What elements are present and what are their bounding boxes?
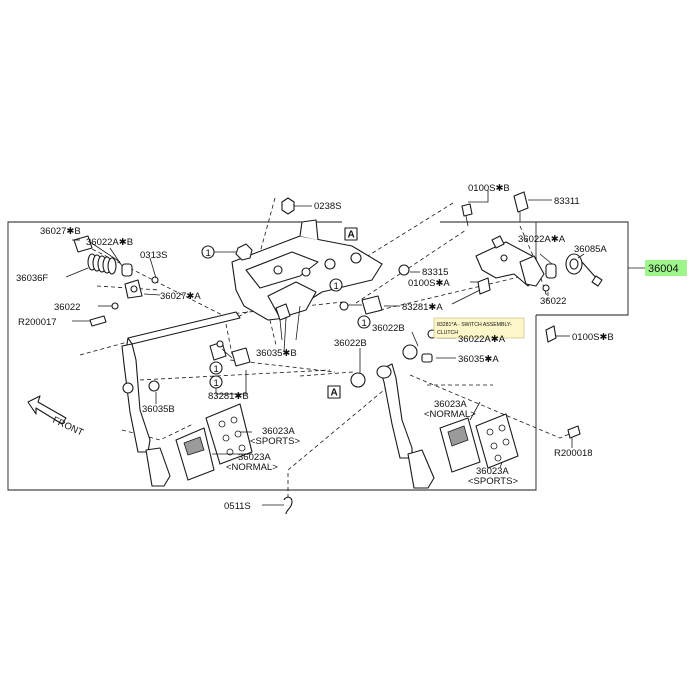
label-36035B[interactable]: 36035B <box>142 404 175 415</box>
circled-1-c-text: 1 <box>362 318 367 329</box>
nut-top-bracket <box>235 243 253 261</box>
label-36023A-normal-right-sub: <NORMAL> <box>424 409 476 420</box>
ref-marker-a-top <box>344 227 358 241</box>
pad-normal-left <box>175 427 215 481</box>
label-0238S[interactable]: 0238S <box>314 201 341 212</box>
washer-0313S <box>151 276 159 284</box>
label-83315[interactable]: 83315 <box>422 267 448 278</box>
label-0100S-B-right[interactable]: 0100S✱B <box>572 332 614 343</box>
label-R200017[interactable]: R200017 <box>18 317 57 328</box>
label-0100S-B-top[interactable]: 0100S✱B <box>468 183 510 194</box>
diagram-frames <box>7 221 629 491</box>
label-83281-A[interactable]: 83281✱A <box>402 302 443 313</box>
circled-1-b-text: 1 <box>334 281 339 292</box>
spring-36036F <box>87 253 117 275</box>
label-36022A-A-lower[interactable]: 36022A✱A <box>458 334 506 345</box>
left-frame <box>7 221 537 491</box>
highlight-36004 <box>645 260 687 276</box>
pad-sports-right <box>475 413 519 469</box>
small-hardware <box>283 425 581 515</box>
label-36023A-normal-right[interactable]: 36023A <box>434 399 467 410</box>
clutch-pedal <box>121 343 171 487</box>
label-36023A-sports-right[interactable]: 36023A <box>476 466 509 477</box>
bushing-36022AA <box>545 263 557 279</box>
label-36022A-B[interactable]: 36022A✱B <box>86 237 133 248</box>
bushing-36022AB <box>121 263 133 277</box>
label-0100S-A[interactable]: 0100S✱A <box>408 278 450 289</box>
tooltip-box <box>433 317 525 339</box>
label-36023A-normal-left[interactable]: 36023A <box>238 452 271 463</box>
pad-sports-left <box>205 403 253 465</box>
circled-1-e-text: 1 <box>214 378 219 389</box>
circled-1-b <box>329 278 343 292</box>
part-labels: 0238S 0100S✱B 83311 36022A✱A 36085A 3600… <box>16 183 679 512</box>
leader-lines <box>65 190 646 506</box>
label-36022-right[interactable]: 36022 <box>540 296 566 307</box>
ref-a-top-text: A <box>348 230 355 241</box>
label-36022B-center[interactable]: 36022B <box>334 338 367 349</box>
label-36004[interactable]: 36004 <box>648 263 679 275</box>
right-pedal-pads <box>439 413 519 473</box>
right-frame <box>440 221 629 316</box>
label-36023A-sports-left-sub: <SPORTS> <box>250 436 300 447</box>
label-0511S[interactable]: 0511S <box>224 501 251 512</box>
pad-normal-right <box>439 417 481 473</box>
label-36035-A[interactable]: 36035✱A <box>458 354 499 365</box>
brake-switch-83281B <box>209 340 251 367</box>
tooltip-line-2: CLUTCH <box>437 330 458 336</box>
bushing-36035B <box>148 380 160 392</box>
label-36023A-sports-left[interactable]: 36023A <box>262 426 295 437</box>
clutch-switch-83281A <box>339 295 383 315</box>
ref-marker-a-bottom <box>327 385 341 399</box>
circled-1-d <box>209 361 223 375</box>
label-36085A[interactable]: 36085A <box>574 244 607 255</box>
label-36035-B-center[interactable]: 36035✱B <box>256 348 297 359</box>
tooltip-83281A: 83281*A - SWITCH ASSEMBLY- CLUTCH <box>433 317 525 339</box>
pedal-bracket <box>231 197 410 353</box>
ref-a-bottom-text: A <box>331 388 338 399</box>
bolt-R200018 <box>567 425 581 439</box>
circled-1-d-text: 1 <box>214 364 219 375</box>
label-36036F[interactable]: 36036F <box>16 273 48 284</box>
left-pedal-pads <box>175 403 253 481</box>
label-83311[interactable]: 83311 <box>554 196 580 207</box>
front-label: FRONT <box>51 415 85 439</box>
tooltip-line-1: 83281*A - SWITCH ASSEMBLY- <box>437 322 512 328</box>
bolt-R200017 <box>89 315 107 327</box>
label-36027-A[interactable]: 36027✱A <box>160 291 201 302</box>
label-0313S[interactable]: 0313S <box>140 250 167 261</box>
reference-markers: A A 1 1 1 1 1 <box>201 227 371 399</box>
right-pedal <box>350 329 437 489</box>
label-36023A-normal-left-sub: <NORMAL> <box>226 462 278 473</box>
circled-1-c <box>357 315 371 329</box>
nut-0238S <box>281 197 295 215</box>
front-arrow: FRONT <box>27 395 85 439</box>
label-36022A-A[interactable]: 36022A✱A <box>518 234 566 245</box>
label-36022-left[interactable]: 36022 <box>54 302 80 313</box>
label-36027-B[interactable]: 36027✱B <box>40 226 81 237</box>
clutch-master-parts <box>73 235 159 327</box>
label-83281-B[interactable]: 83281✱B <box>208 391 249 402</box>
clip-0511S <box>283 496 293 515</box>
label-36022B-right[interactable]: 36022B <box>372 323 405 334</box>
front-arrow-icon <box>27 395 67 425</box>
label-36023A-sports-right-sub: <SPORTS> <box>468 476 518 487</box>
switch-83311 <box>513 191 529 213</box>
upper-right-bracket <box>451 191 603 343</box>
nut-83315 <box>398 264 410 276</box>
circled-1-a-text: 1 <box>206 248 211 259</box>
label-R200018[interactable]: R200018 <box>554 448 593 459</box>
